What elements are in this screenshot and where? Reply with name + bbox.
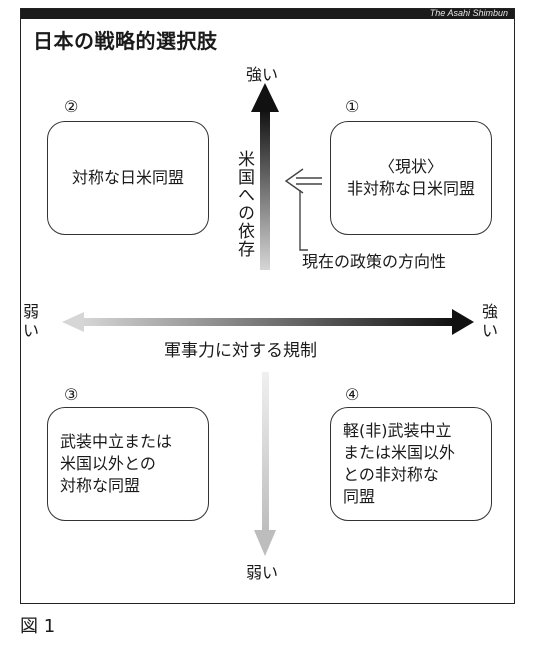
policy-direction-arrow bbox=[284, 168, 322, 251]
quadrant-4-line: 軽(非)武装中立 bbox=[343, 421, 452, 440]
quadrant-3-line: 対称な同盟 bbox=[60, 476, 141, 495]
credit-text: The Asahi Shimbun bbox=[429, 8, 508, 18]
quadrant-4-line: との非対称な bbox=[343, 465, 439, 484]
quadrant-1-number: ① bbox=[345, 97, 360, 116]
quadrant-4-box: 軽(非)武装中立 または米国以外 との非対称な 同盟 bbox=[330, 407, 492, 521]
quadrant-1-line: 〈現状〉 bbox=[378, 157, 443, 176]
horizontal-left-label: 弱い bbox=[23, 302, 40, 340]
quadrant-4-number: ④ bbox=[345, 385, 360, 404]
quadrant-3-number: ③ bbox=[64, 385, 79, 404]
quadrant-2-number: ② bbox=[64, 97, 79, 116]
diagram-title: 日本の戦略的選択肢 bbox=[33, 29, 218, 53]
vertical-axis-up-arrow bbox=[251, 83, 279, 270]
quadrant-4-line: または米国以外 bbox=[343, 443, 456, 462]
quadrant-2-box: 対称な日米同盟 bbox=[47, 121, 209, 235]
quadrant-4-line: 同盟 bbox=[343, 487, 376, 506]
quadrant-3-line: 武装中立または bbox=[60, 432, 173, 451]
quadrant-1-box: 〈現状〉 非対称な日米同盟 bbox=[330, 121, 492, 235]
policy-direction-label: 現在の政策の方向性 bbox=[302, 252, 447, 271]
figure-caption: 図 1 bbox=[20, 616, 56, 637]
vertical-top-label: 強い bbox=[246, 65, 279, 84]
horizontal-axis-label: 軍事力に対する規制 bbox=[160, 336, 321, 361]
horizontal-axis-arrow bbox=[62, 309, 474, 335]
quadrant-3-box: 武装中立または 米国以外との 対称な同盟 bbox=[47, 407, 209, 521]
vertical-axis-label: 米国への依存 bbox=[232, 150, 257, 258]
vertical-axis-down-arrow bbox=[254, 372, 276, 556]
horizontal-right-label: 強い bbox=[482, 302, 499, 340]
quadrant-1-line: 非対称な日米同盟 bbox=[346, 179, 475, 198]
vertical-bottom-label: 弱い bbox=[246, 563, 279, 582]
quadrant-3-line: 米国以外との bbox=[60, 454, 156, 473]
quadrant-2-line: 対称な日米同盟 bbox=[71, 168, 184, 187]
top-bar: The Asahi Shimbun bbox=[21, 8, 514, 19]
